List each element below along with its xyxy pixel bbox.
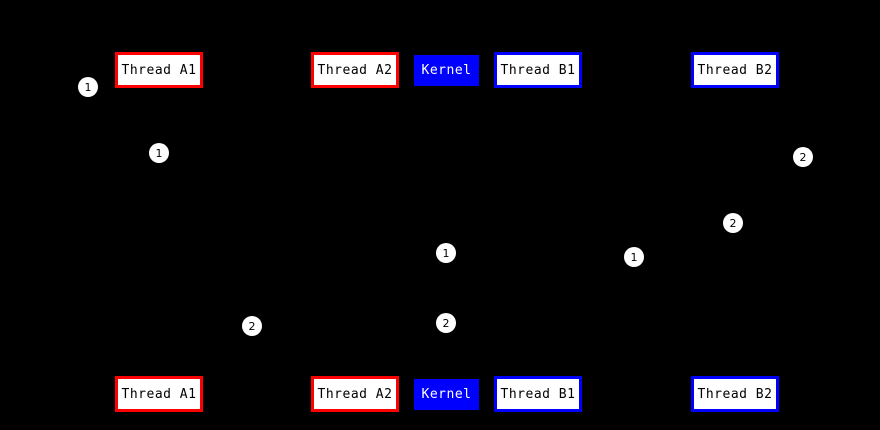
step-badge-label: 2 [799, 150, 807, 164]
participant-thread-a2-bottom[interactable]: Thread A2 [311, 376, 399, 412]
participant-label: Thread B2 [697, 386, 773, 402]
step-badge-2a: 2 [793, 147, 813, 167]
step-badge-1d: 1 [624, 247, 644, 267]
participant-label: Kernel [421, 387, 472, 402]
step-badge-2b: 2 [723, 213, 743, 233]
lifeline-thread-b1 [538, 88, 539, 376]
participant-thread-b1-top[interactable]: Thread B1 [494, 52, 582, 88]
participant-thread-a1-top[interactable]: Thread A1 [115, 52, 203, 88]
lifeline-kernel [446, 86, 447, 376]
lifeline-thread-a1 [159, 88, 160, 376]
message-arrow-4 [159, 330, 446, 331]
participant-thread-b2-top[interactable]: Thread B2 [691, 52, 779, 88]
participant-kernel-top[interactable]: Kernel [414, 55, 479, 86]
participant-label: Thread A2 [317, 386, 393, 402]
participant-kernel-bottom[interactable]: Kernel [414, 379, 479, 410]
participant-label: Thread A1 [121, 386, 197, 402]
step-badge-label: 1 [155, 146, 163, 160]
message-arrowhead-3 [446, 261, 453, 269]
step-badge-2c: 2 [242, 316, 262, 336]
participant-label: Thread A1 [121, 62, 197, 78]
step-badge-label: 2 [729, 216, 737, 230]
participant-label: Thread B2 [697, 62, 773, 78]
step-badge-label: 1 [442, 246, 450, 260]
participant-thread-a1-bottom[interactable]: Thread A1 [115, 376, 203, 412]
participant-thread-a2-top[interactable]: Thread A2 [311, 52, 399, 88]
step-badge-label: 2 [248, 319, 256, 333]
step-badge-2d: 2 [436, 313, 456, 333]
message-arrowhead-4 [159, 326, 166, 334]
lifeline-thread-a2 [355, 88, 356, 376]
participant-label: Thread B1 [500, 386, 576, 402]
step-badge-1b: 1 [149, 143, 169, 163]
message-arrowhead-2 [727, 176, 734, 184]
step-badge-label: 1 [84, 80, 92, 94]
participant-label: Thread B1 [500, 62, 576, 78]
step-badge-1c: 1 [436, 243, 456, 263]
message-arrowhead-1 [348, 116, 355, 124]
step-badge-label: 1 [630, 250, 638, 264]
message-arrow-1 [159, 120, 355, 121]
message-arrow-2 [446, 180, 734, 181]
participant-label: Kernel [421, 63, 472, 78]
step-badge-1a: 1 [78, 77, 98, 97]
step-badge-label: 2 [442, 316, 450, 330]
message-arrow-3 [446, 265, 734, 266]
participant-thread-b2-bottom[interactable]: Thread B2 [691, 376, 779, 412]
participant-label: Thread A2 [317, 62, 393, 78]
participant-thread-b1-bottom[interactable]: Thread B1 [494, 376, 582, 412]
